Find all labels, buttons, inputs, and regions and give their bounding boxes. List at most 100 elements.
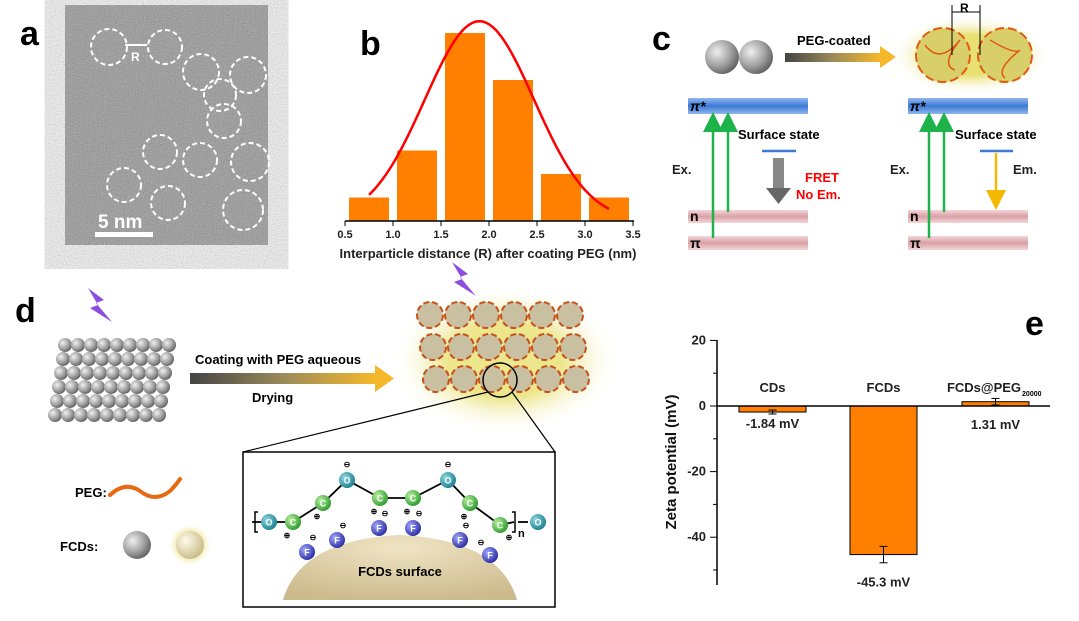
panel-label-c: c: [652, 20, 671, 58]
process-arrow: [785, 53, 880, 62]
carbon-atom: [285, 514, 301, 530]
oxygen-atom-label: O: [444, 476, 451, 486]
fcds-dot: [97, 338, 111, 352]
oxygen-atom: [261, 514, 277, 530]
fcds-dot: [74, 408, 88, 422]
histogram-bar: [397, 150, 437, 221]
coated-fcd: [444, 301, 472, 329]
fluorine-atom: [299, 544, 315, 560]
histogram-bar: [541, 174, 581, 221]
fcds-dot: [54, 366, 68, 380]
repeat-n-label: n: [518, 528, 525, 540]
excitation-label: Ex.: [890, 162, 910, 177]
carbon-atom: [372, 490, 388, 506]
positive-charge-icon: ⊕: [371, 507, 378, 516]
scale-bar: [95, 232, 153, 237]
fluorine-atom-label: F: [487, 551, 493, 561]
category-label: FCDs@PEG: [947, 380, 1021, 395]
fcds-dot: [100, 408, 114, 422]
panel-label-d: d: [15, 292, 36, 330]
fcds-dot: [67, 366, 81, 380]
fcds-dot: [149, 338, 163, 352]
positive-charge-icon: ⊕: [404, 507, 411, 516]
oxygen-atom: [530, 514, 546, 530]
panel-label-e: e: [1025, 305, 1044, 343]
coated-fcd: [475, 333, 503, 361]
fcds-dot: [102, 394, 116, 408]
pi-band: [688, 236, 808, 250]
fluorine-atom-label: F: [410, 524, 416, 534]
fcds-dot: [128, 394, 142, 408]
coated-fcd: [500, 301, 528, 329]
surface-state-label: Surface state: [955, 127, 1037, 142]
fcds-dot: [58, 338, 72, 352]
negative-charge-icon: ⊖: [344, 460, 351, 469]
fcds-dot: [130, 380, 144, 394]
fcds-dot: [106, 366, 120, 380]
fcds-dot: [65, 380, 79, 394]
fcds-dot: [158, 366, 172, 380]
histogram-bar: [349, 197, 389, 221]
category-subscript: 20000: [1022, 391, 1042, 398]
histogram-bar: [493, 80, 533, 221]
panel-a: a R 5 nm: [20, 5, 270, 245]
fcds-dot: [123, 338, 137, 352]
x-axis-label: Interparticle distance (R) after coating…: [340, 246, 637, 261]
y-tick-label: 20: [692, 332, 706, 347]
coated-fcd: [472, 301, 500, 329]
panel-label-b: b: [360, 25, 381, 63]
x-tick-label: 2.5: [529, 229, 544, 241]
fcds-dot: [108, 352, 122, 366]
peg-chain-icon: [108, 477, 182, 499]
fluorine-atom: [329, 532, 345, 548]
fcds-dot: [76, 394, 90, 408]
fcds-dot: [117, 380, 131, 394]
carbon-dot-sphere: [739, 40, 773, 74]
coated-fcd: [419, 333, 447, 361]
fcds-dot: [104, 380, 118, 394]
fluorine-atom-label: F: [304, 548, 310, 558]
fcds-dot: [156, 380, 170, 394]
drying-label: Drying: [252, 390, 293, 405]
fluorine-atom: [482, 547, 498, 563]
legend-peg-label: PEG:: [75, 485, 107, 500]
fcds-dot: [91, 380, 105, 394]
fcds-dot: [119, 366, 133, 380]
panel-label-a: a: [20, 15, 40, 53]
fcds-dot: [80, 366, 94, 380]
pi-label: π: [690, 235, 701, 251]
coating-label: Coating with PEG aqueous: [195, 352, 361, 367]
pi-star-band: [688, 98, 808, 114]
fcds-dot: [82, 352, 96, 366]
x-tick-label: 1.0: [385, 229, 400, 241]
negative-charge-icon: ⊖: [340, 521, 347, 530]
fcds-dot: [56, 352, 70, 366]
fcds-dot: [110, 338, 124, 352]
energy-diagram-emission: π* n π Ex. Surface state Em.: [890, 98, 1037, 251]
fcds-dot: [126, 408, 140, 422]
x-tick-label: 1.5: [433, 229, 448, 241]
distance-label: R: [960, 1, 969, 15]
fcds-dot: [134, 352, 148, 366]
carbon-atom-label: C: [290, 518, 297, 528]
repeat-bracket: [254, 511, 516, 533]
fcds-dot: [147, 352, 161, 366]
fluorine-atom-label: F: [334, 536, 340, 546]
coated-fcd: [416, 301, 444, 329]
fluorine-atom-label: F: [376, 524, 382, 534]
coated-fcd: [562, 365, 590, 393]
fcds-dot: [48, 408, 62, 422]
fcds-dot: [52, 380, 66, 394]
x-tick-label: 0.5: [337, 229, 352, 241]
fcds-dot: [132, 366, 146, 380]
negative-charge-icon: ⊖: [416, 509, 423, 518]
carbon-atom-label: C: [320, 499, 327, 509]
fcds-dot: [143, 380, 157, 394]
coated-fcd: [531, 333, 559, 361]
zoom-line: [242, 391, 489, 453]
